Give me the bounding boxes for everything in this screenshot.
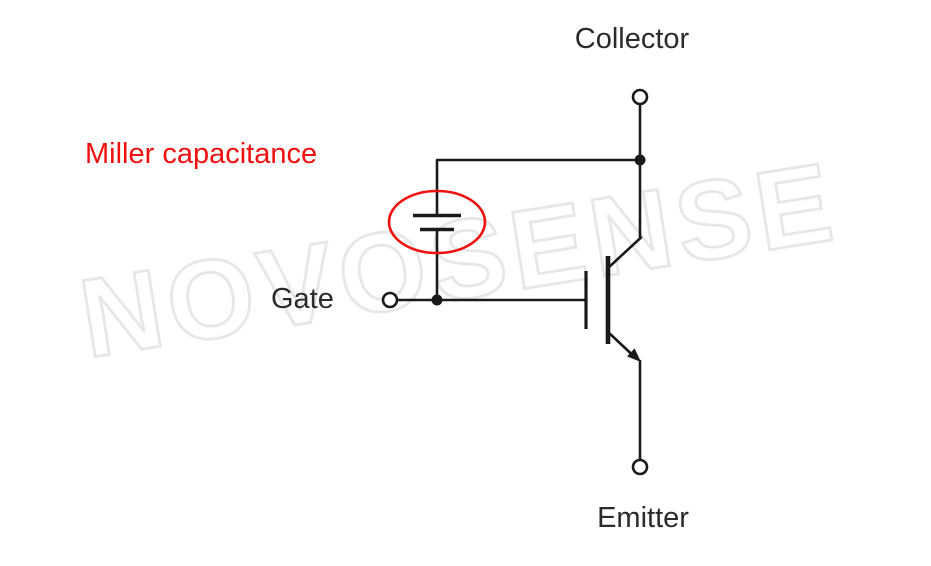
gate-label: Gate xyxy=(271,283,334,315)
miller-capacitance-label: Miller capacitance xyxy=(85,138,318,170)
miller-branch-wire xyxy=(435,158,642,216)
emitter-terminal xyxy=(631,458,649,476)
emitter-arrow-icon xyxy=(627,348,641,362)
collector-label: Collector xyxy=(574,23,690,55)
gate-terminal xyxy=(381,291,399,309)
collector-terminal xyxy=(631,88,649,106)
watermark: NOVOSENSE xyxy=(72,139,846,382)
junction-dot-gate-branch xyxy=(431,294,443,306)
emitter-label: Emitter xyxy=(597,502,689,534)
junction-dot-collector-branch xyxy=(634,154,646,166)
igbt-emitter-lead xyxy=(606,330,634,356)
miller-highlight-ellipse xyxy=(387,189,487,255)
igbt-collector-lead xyxy=(606,236,643,270)
